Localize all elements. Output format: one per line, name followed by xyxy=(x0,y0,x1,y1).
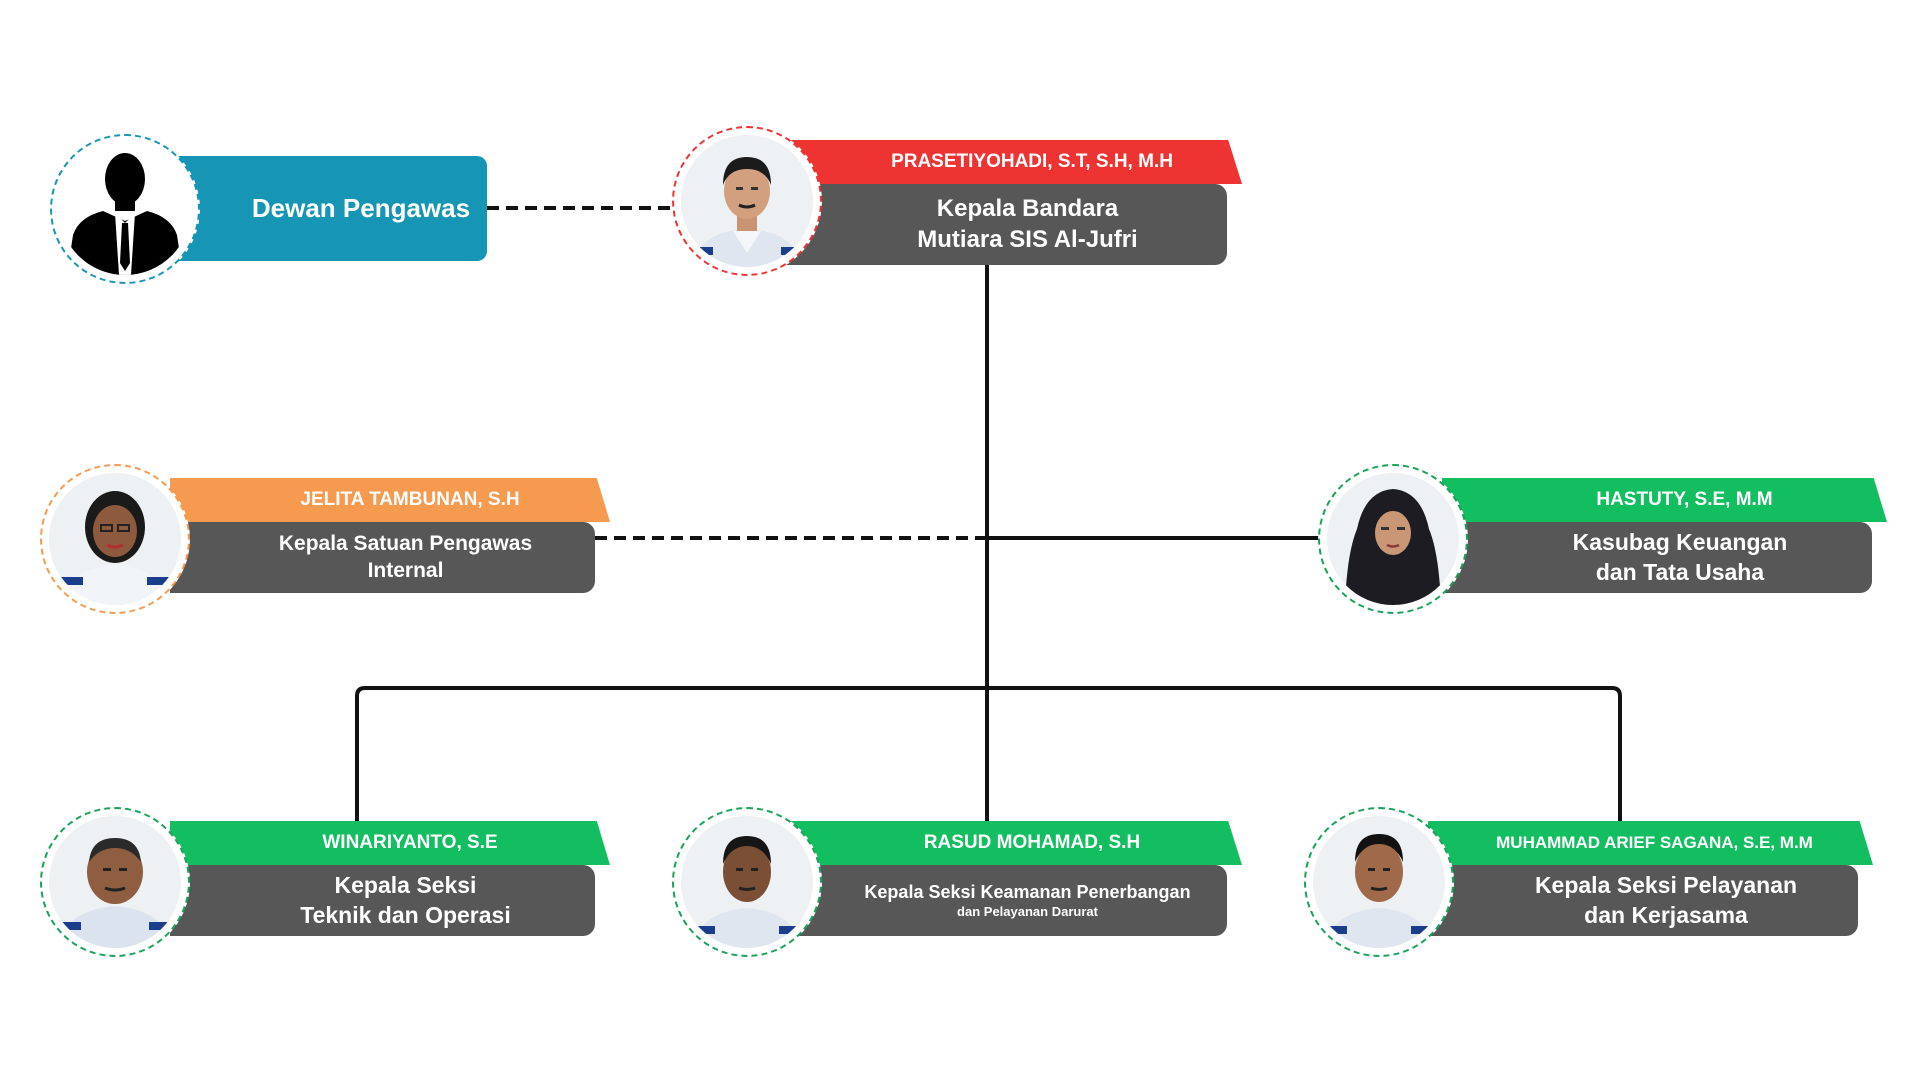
title-box: Kepala Bandara Mutiara SIS Al-Jufri xyxy=(782,184,1227,265)
kepala-bandara-title-line2: Mutiara SIS Al-Jufri xyxy=(917,225,1138,253)
keamanan-name: RASUD MOHAMAD, S.H xyxy=(923,832,1141,853)
connector-bottom-branch xyxy=(355,686,1622,828)
spi-title-line2: Internal xyxy=(367,558,444,582)
kasubag-photo xyxy=(1318,464,1468,614)
portrait-woman-icon xyxy=(49,473,181,605)
title-box: Kepala Seksi Teknik dan Operasi xyxy=(170,865,595,936)
pelayanan-title-line2: dan Kerjasama xyxy=(1584,901,1748,928)
kepala-bandara-name: PRASETIYOHADI, S.T, S.H, M.H xyxy=(891,151,1173,172)
kasubag-title-line2: dan Tata Usaha xyxy=(1595,558,1765,585)
keamanan-photo xyxy=(672,807,822,957)
spi-name: JELITA TAMBUNAN, S.H xyxy=(300,489,520,510)
name-ribbon: MUHAMMAD ARIEF SAGANA, S.E, M.M xyxy=(1428,821,1873,865)
pelayanan-name: MUHAMMAD ARIEF SAGANA, S.E, M.M xyxy=(1496,833,1813,852)
name-ribbon: HASTUTY, S.E, M.M xyxy=(1442,478,1887,522)
card-teknik-operasi: WINARIYANTO, S.E Kepala Seksi Teknik dan… xyxy=(170,821,610,936)
spi-title-line1: Kepala Satuan Pengawas xyxy=(278,531,533,555)
kepala-bandara-photo xyxy=(672,126,822,276)
teknik-photo xyxy=(40,807,190,957)
teknik-title-line2: Teknik dan Operasi xyxy=(300,901,511,928)
title-box: Kepala Seksi Pelayanan dan Kerjasama xyxy=(1428,865,1858,936)
card-satuan-pengawas-internal: JELITA TAMBUNAN, S.H Kepala Satuan Penga… xyxy=(170,478,610,593)
keamanan-title-line1: Kepala Seksi Keamanan Penerbangan xyxy=(864,881,1191,902)
keamanan-title-line2: dan Pelayanan Darurat xyxy=(957,903,1098,919)
card-pelayanan-kerjasama: MUHAMMAD ARIEF SAGANA, S.E, M.M Kepala S… xyxy=(1428,821,1873,936)
portrait-man-icon xyxy=(681,816,813,948)
silhouette-person-icon xyxy=(67,153,183,275)
portrait-woman-hijab-icon xyxy=(1327,473,1459,605)
card-kasubag-keuangan: HASTUTY, S.E, M.M Kasubag Keuangan dan T… xyxy=(1442,478,1887,593)
teknik-name: WINARIYANTO, S.E xyxy=(322,832,498,853)
dewan-pengawas-label: Dewan Pengawas xyxy=(251,193,471,223)
card-keamanan-penerbangan: RASUD MOHAMAD, S.H Kepala Seksi Keamanan… xyxy=(782,821,1242,936)
portrait-man-icon xyxy=(1313,816,1445,948)
dewan-pengawas-box: Dewan Pengawas xyxy=(175,156,487,261)
dewan-pengawas-avatar xyxy=(50,134,200,284)
kasubag-name: HASTUTY, S.E, M.M xyxy=(1596,489,1773,510)
pelayanan-photo xyxy=(1304,807,1454,957)
kepala-bandara-title-line1: Kepala Bandara xyxy=(936,194,1119,222)
card-kepala-bandara: PRASETIYOHADI, S.T, S.H, M.H Kepala Band… xyxy=(782,140,1242,265)
name-ribbon: RASUD MOHAMAD, S.H xyxy=(782,821,1242,865)
title-box: Kepala Seksi Keamanan Penerbangan dan Pe… xyxy=(782,865,1227,936)
name-ribbon: PRASETIYOHADI, S.T, S.H, M.H xyxy=(782,140,1242,184)
spi-photo xyxy=(40,464,190,614)
pelayanan-title-line1: Kepala Seksi Pelayanan xyxy=(1534,872,1798,899)
teknik-title-line1: Kepala Seksi xyxy=(334,872,477,899)
kasubag-title-line1: Kasubag Keuangan xyxy=(1572,529,1788,556)
name-ribbon: WINARIYANTO, S.E xyxy=(170,821,610,865)
name-ribbon: JELITA TAMBUNAN, S.H xyxy=(170,478,610,522)
portrait-man-icon xyxy=(49,816,181,948)
title-box: Kasubag Keuangan dan Tata Usaha xyxy=(1442,522,1872,593)
title-box: Kepala Satuan Pengawas Internal xyxy=(170,522,595,593)
portrait-man-icon xyxy=(681,135,813,267)
